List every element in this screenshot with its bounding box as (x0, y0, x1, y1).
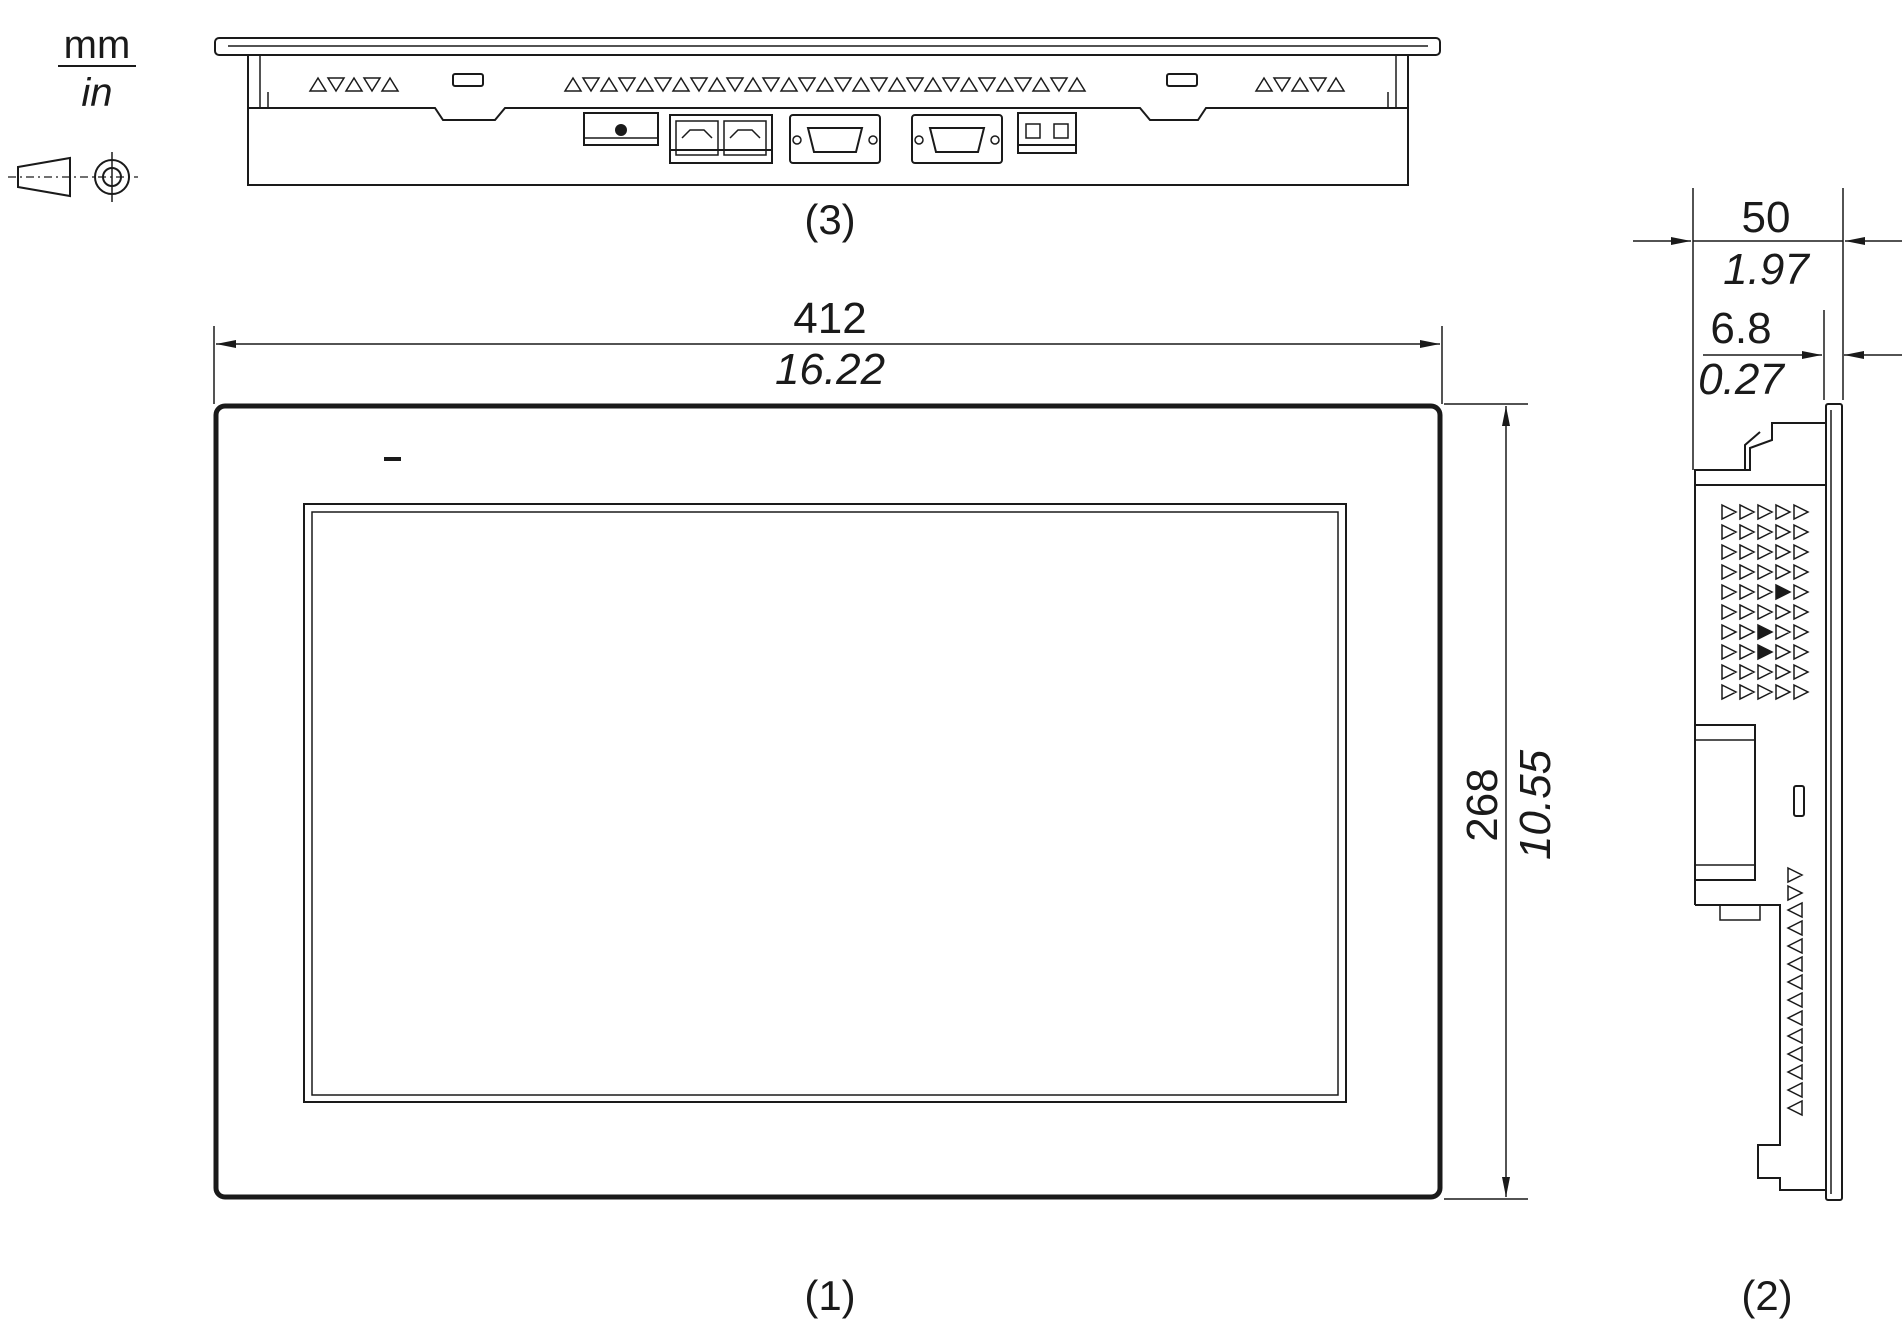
display-frame (303, 503, 1347, 1103)
caption-top-view: (3) (804, 196, 855, 243)
bezel-in: 0.27 (1698, 355, 1785, 404)
dimension-height: 268 10.55 (1444, 403, 1560, 1200)
height-in: 10.55 (1511, 749, 1560, 860)
unit-mm: mm (64, 23, 131, 67)
caption-front-view: (1) (804, 1272, 855, 1319)
vent-center (563, 76, 1087, 93)
status-led (384, 457, 401, 461)
display-area (311, 511, 1339, 1096)
width-mm: 412 (793, 294, 866, 343)
power-connector (1017, 112, 1077, 154)
first-angle-projection-icon (8, 152, 138, 202)
dimension-bezel: 6.8 0.27 (1698, 304, 1902, 404)
serial-port-2 (911, 114, 1003, 164)
side-slot (1793, 785, 1805, 817)
vent-left (308, 76, 400, 93)
front-bezel (213, 403, 1443, 1200)
top-view: (3) (214, 37, 1441, 243)
dimension-depth: 50 1.97 (1633, 188, 1902, 470)
height-mm: 268 (1458, 768, 1507, 841)
unit-in: in (81, 71, 112, 115)
width-in: 16.22 (775, 345, 885, 394)
caption-side-view: (2) (1741, 1272, 1792, 1319)
depth-mm: 50 (1742, 193, 1791, 242)
serial-port-1 (789, 114, 881, 164)
vent-right (1254, 76, 1346, 93)
front-view: (1) (213, 403, 1443, 1319)
depth-in: 1.97 (1723, 245, 1810, 294)
top-slot-left (452, 73, 484, 87)
usb-connector (583, 112, 659, 146)
bezel-mm: 6.8 (1710, 304, 1771, 353)
side-vents (1721, 503, 1810, 1117)
units-legend: mm in (58, 23, 136, 115)
side-bezel (1825, 403, 1843, 1201)
side-module (1694, 724, 1756, 881)
dimension-width: 412 16.22 (213, 294, 1443, 404)
top-slot-right (1166, 73, 1198, 87)
ethernet-port-pair (669, 114, 773, 164)
side-view: (2) (1694, 403, 1843, 1319)
